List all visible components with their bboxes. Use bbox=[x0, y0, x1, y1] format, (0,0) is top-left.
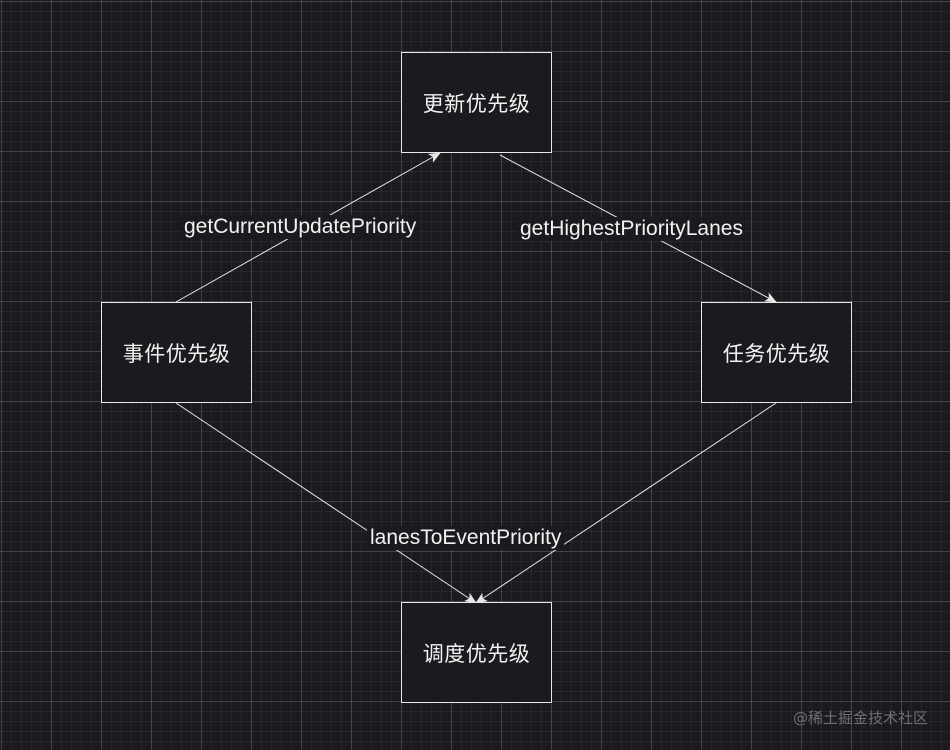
node-event-priority-label: 事件优先级 bbox=[122, 341, 231, 366]
edge-label-get-current-update-priority: getCurrentUpdatePriority bbox=[181, 215, 420, 239]
node-update-priority-label: 更新优先级 bbox=[422, 91, 531, 116]
edge-lane-to-scheduler bbox=[475, 402, 777, 604]
node-scheduler-priority-label: 调度优先级 bbox=[422, 641, 531, 666]
node-event-priority[interactable]: 事件优先级 bbox=[101, 302, 252, 403]
node-update-priority[interactable]: 更新优先级 bbox=[401, 52, 552, 153]
edge-label-lanes-to-event-priority: lanesToEventPriority bbox=[367, 526, 565, 550]
node-scheduler-priority[interactable]: 调度优先级 bbox=[401, 602, 552, 703]
node-lane-priority-label: 任务优先级 bbox=[722, 341, 831, 366]
edge-event-to-scheduler bbox=[175, 402, 477, 604]
node-lane-priority[interactable]: 任务优先级 bbox=[701, 302, 852, 403]
watermark: @稀土掘金技术社区 bbox=[792, 709, 928, 727]
edge-label-get-highest-priority-lanes: getHighestPriorityLanes bbox=[517, 217, 746, 241]
